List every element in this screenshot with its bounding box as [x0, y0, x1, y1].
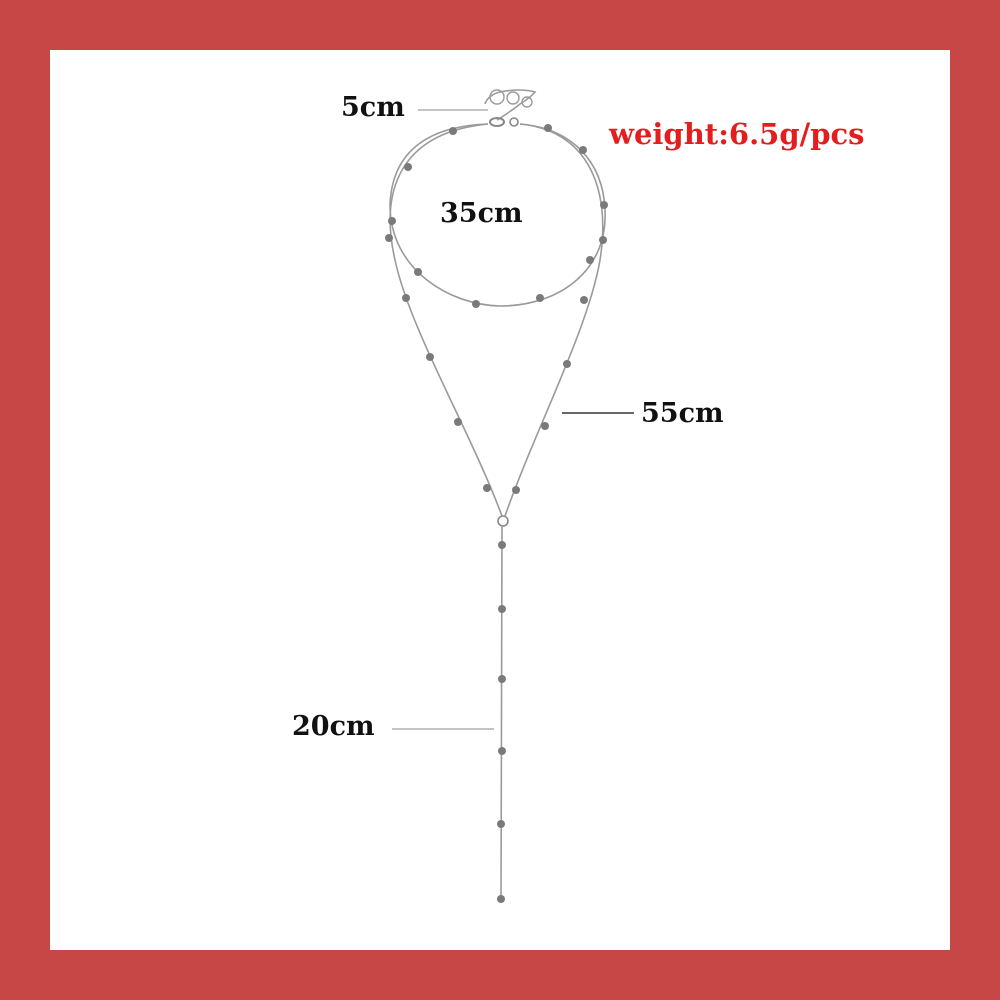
extender-loop	[489, 89, 505, 105]
bead	[536, 294, 544, 302]
bead	[544, 124, 552, 132]
drop-ring	[497, 515, 509, 527]
extender-length-label: 5cm	[341, 92, 405, 123]
outer-strand-length-label: 55cm	[641, 398, 724, 429]
bead	[498, 675, 506, 683]
bead	[498, 541, 506, 549]
inner-strand-beads	[388, 124, 608, 308]
inner-strand-length-label: 35cm	[440, 198, 523, 229]
bead	[404, 163, 412, 171]
bead	[454, 418, 462, 426]
bead	[402, 294, 410, 302]
bead	[580, 296, 588, 304]
inner-strand-chain	[389, 123, 606, 307]
bead	[497, 820, 505, 828]
bead	[426, 353, 434, 361]
bead	[449, 127, 457, 135]
jump-ring	[509, 117, 519, 127]
extender-chain	[484, 89, 537, 121]
bead	[599, 236, 607, 244]
lobster-clasp	[489, 117, 505, 127]
bead	[472, 300, 480, 308]
drop-length-label: 20cm	[292, 711, 375, 742]
drop-chain-beads	[497, 541, 506, 903]
extender-loop	[506, 91, 520, 105]
outer-strand-chain	[389, 123, 604, 517]
bead	[579, 146, 587, 154]
bead	[385, 234, 393, 242]
outer-strand-beads	[385, 234, 607, 494]
bead	[563, 360, 571, 368]
drop-chain	[500, 525, 503, 901]
bead	[414, 268, 422, 276]
bead	[600, 201, 608, 209]
bead	[498, 747, 506, 755]
bead	[541, 422, 549, 430]
bead	[512, 486, 520, 494]
extender-loop	[521, 96, 533, 108]
bead	[388, 217, 396, 225]
bead	[483, 484, 491, 492]
product-panel	[50, 50, 950, 950]
bead	[586, 256, 594, 264]
bead	[498, 605, 506, 613]
weight-label: weight:6.5g/pcs	[609, 117, 865, 151]
bead	[497, 895, 505, 903]
